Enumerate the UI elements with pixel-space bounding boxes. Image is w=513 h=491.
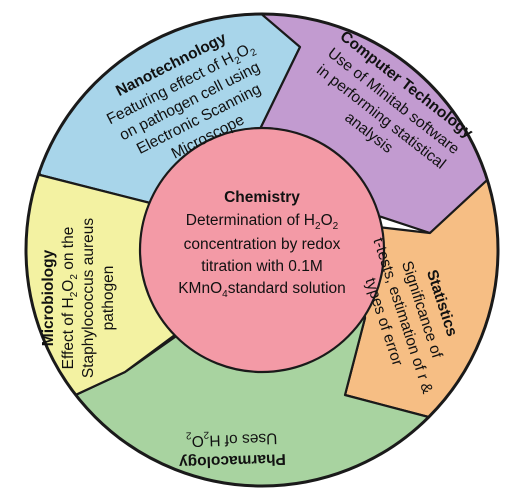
pharmacology-title: Pharmacology (178, 450, 286, 471)
pharmacology-line-1: Uses of H2O2 (185, 426, 277, 449)
microbiology-line-2: Staphylococcus aureus (80, 218, 97, 379)
pharmacology-label-group: Pharmacology Uses of H2O2 (178, 426, 286, 471)
chemistry-line-3: titration with 0.1M (201, 258, 322, 275)
chemistry-line-4: KMnO4standard solution (178, 280, 346, 300)
microbiology-line-3: pathogen (100, 266, 117, 331)
microbiology-title: Microbiology (40, 249, 57, 346)
chemistry-center-circle (138, 126, 386, 374)
chemistry-line-2: concentration by redox (184, 236, 341, 253)
microbiology-line-1: Effect of H2O2 on the (60, 227, 80, 370)
wheel-outline (24, 12, 500, 488)
microbiology-label-group: Microbiology Effect of H2O2 on the Staph… (40, 218, 117, 379)
chemistry-label-group: Chemistry Determination of H2O2 concentr… (178, 189, 346, 300)
chemistry-line-1: Determination of H2O2 (186, 212, 339, 232)
chemistry-title: Chemistry (224, 189, 300, 206)
